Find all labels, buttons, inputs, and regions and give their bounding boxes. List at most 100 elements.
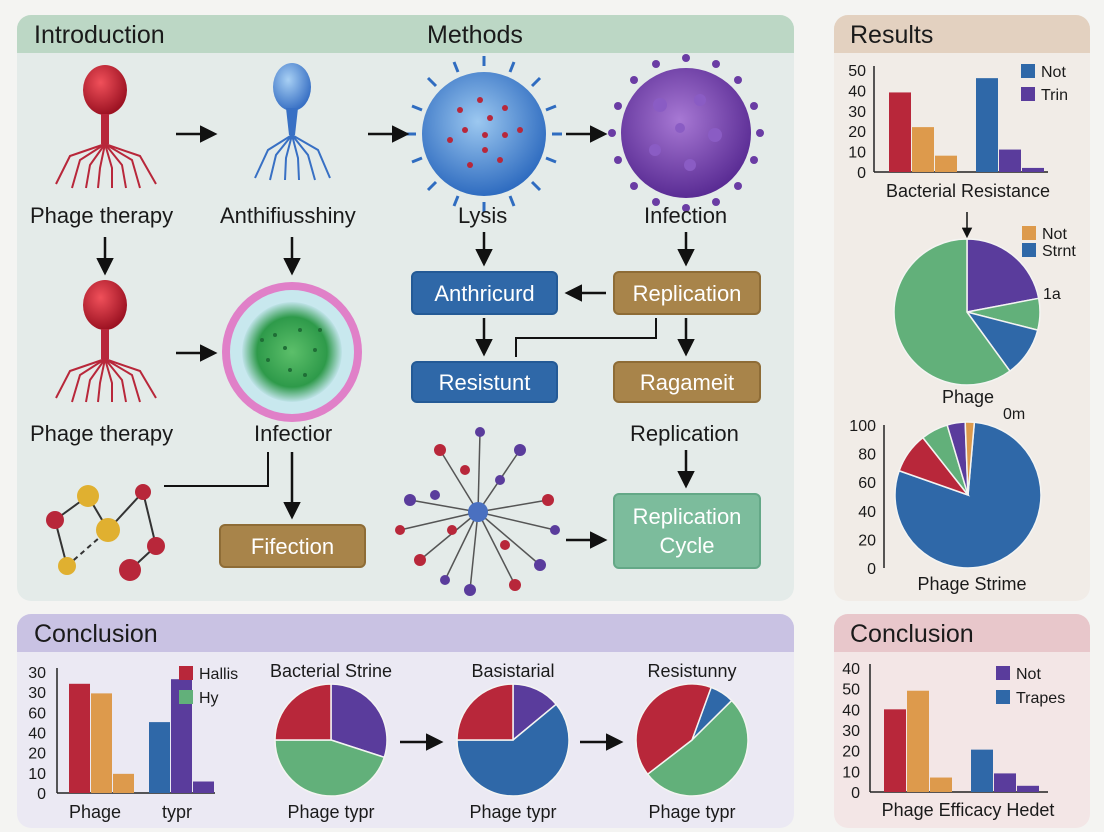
chart8-bar-1 — [907, 690, 929, 792]
box-ragameit: Ragameit — [613, 361, 761, 403]
label-infectior: Infectior — [254, 421, 333, 446]
chart4-ytick-1: 10 — [28, 766, 46, 783]
chart8-ytick-6: 40 — [842, 661, 860, 678]
chart5-slice-1 — [274, 739, 386, 797]
conclusion-panel-left-header — [17, 614, 794, 652]
chart3-ytick-5: 100 — [849, 418, 876, 435]
chart4-legend-0-swatch — [179, 666, 193, 680]
conclusion-left-title: Conclusion — [34, 620, 158, 648]
box-antiricurd: Anthricurd — [411, 271, 558, 315]
bacterial-cell-icon — [222, 282, 362, 422]
chart4-xlabel-1: typr — [162, 802, 192, 822]
chart8-ytick-4: 40 — [842, 702, 860, 719]
chart2-legend-0-swatch — [1022, 226, 1036, 240]
chart8-xlabel: Phage Efficacy Hedet — [882, 800, 1055, 820]
label-infection-top: Infection — [644, 203, 728, 228]
chart5-slice-2 — [274, 683, 332, 741]
chart7-slice-2 — [635, 683, 713, 776]
chart1-legend-0-swatch — [1021, 64, 1035, 78]
chart8-ytick-5: 50 — [842, 682, 860, 699]
results-title: Results — [850, 21, 934, 49]
chart1-xlabel: Bacterial Resistance — [886, 181, 1050, 201]
chart8-ytick-0: 0 — [851, 785, 860, 802]
chart2-legend-1-label: Strnt — [1042, 243, 1076, 260]
chart2-xlabel: Phage — [942, 387, 994, 407]
chart8-bar-2 — [930, 777, 952, 792]
chart6-slice-2 — [456, 683, 514, 741]
chart7-xlabel: Phage typr — [648, 802, 735, 822]
chart4-ytick-3: 40 — [28, 726, 46, 743]
chart8-legend-1-label: Trapes — [1016, 690, 1065, 707]
chart3-ytick-3: 60 — [858, 475, 876, 492]
chart4-ytick-2: 20 — [28, 746, 46, 763]
chart3-ytick-4: 80 — [858, 447, 876, 464]
chart1-legend-1-swatch — [1021, 87, 1035, 101]
chart4-ytick-5: 30 — [28, 685, 46, 702]
box-resistunt: Resistunt — [411, 361, 558, 403]
box-replication-cycle-line2: Cycle — [659, 533, 715, 558]
methods-title: Methods — [427, 21, 523, 49]
chart1-bar-1 — [912, 127, 934, 172]
blue-virus-icon — [406, 56, 562, 212]
chart4-legend-1-swatch — [179, 690, 193, 704]
chart5-title: Bacterial Strine — [270, 661, 392, 681]
chart8-bar-0 — [884, 709, 906, 792]
chart1-bar-5 — [1022, 167, 1044, 172]
chart1-ytick-4: 40 — [848, 83, 866, 100]
chart1-bar-2 — [935, 155, 957, 172]
chart8-bar-5 — [1017, 785, 1039, 792]
chart5-xlabel: Phage typr — [287, 802, 374, 822]
chart8-ytick-1: 10 — [842, 764, 860, 781]
box-replication: Replication — [613, 271, 761, 315]
chart3-ytick-1: 20 — [858, 532, 876, 549]
phage-blue-icon — [254, 63, 331, 181]
label-replication: Replication — [630, 421, 739, 446]
chart4-ytick-4: 60 — [28, 705, 46, 722]
chart5-slice-0 — [330, 683, 388, 759]
chart4-xlabel-0: Phage — [69, 802, 121, 822]
conclusion-right-title: Conclusion — [850, 620, 974, 648]
chart4-bar-3 — [149, 722, 170, 793]
chart4-bar-0 — [69, 683, 90, 793]
main-panel-header — [17, 15, 794, 53]
label-phage-therapy-2: Phage therapy — [30, 421, 174, 446]
label-lysis: Lysis — [458, 203, 508, 228]
box-replication-cycle: Replication Cycle — [613, 493, 761, 569]
label-phage-therapy-1: Phage therapy — [30, 203, 174, 228]
chart2-slice-0 — [966, 238, 1040, 313]
chart8-legend-1-swatch — [996, 690, 1010, 704]
chart4-bar-4 — [171, 679, 192, 793]
flow-arrows — [96, 125, 695, 549]
conclusion-panel-right-header — [834, 614, 1090, 652]
chart3-slice-4 — [964, 421, 976, 496]
box-fifection: Fifection — [219, 524, 366, 568]
molecule-icon-left — [46, 484, 165, 581]
chart8-legend-0-swatch — [996, 666, 1010, 680]
chart2-legend-1-swatch — [1022, 243, 1036, 257]
chart3-ytick-0: 0 — [867, 561, 876, 578]
chart4-bar-2 — [113, 773, 134, 793]
chart3-xlabel: Phage Strime — [917, 574, 1026, 594]
chart3-annotation: 0m — [1003, 406, 1025, 423]
chart4-ytick-6: 30 — [28, 665, 46, 682]
chart7-slice-1 — [646, 699, 749, 797]
results-panel-header — [834, 15, 1090, 53]
label-antifussiny: Anthifiusshiny — [220, 203, 356, 228]
chart3-ytick-2: 40 — [858, 504, 876, 521]
phage-red-icon-2 — [55, 280, 157, 403]
chart6-xlabel: Phage typr — [469, 802, 556, 822]
chart1-ytick-5: 50 — [848, 63, 866, 80]
phage-red-icon-1 — [55, 65, 157, 189]
chart4-legend-0-label: Hallis — [199, 666, 238, 683]
chart1-ytick-3: 30 — [848, 104, 866, 121]
chart1-legend-0-label: Not — [1041, 64, 1066, 81]
chart4-legend-1-label: Hy — [199, 690, 219, 707]
introduction-title: Introduction — [34, 21, 165, 49]
chart8-legend-0-label: Not — [1016, 666, 1041, 683]
chart1-bar-4 — [999, 149, 1021, 172]
chart4-ytick-0: 0 — [37, 786, 46, 803]
chart1-ytick-2: 20 — [848, 124, 866, 141]
chart6-slice-1 — [456, 703, 570, 797]
chart2-annotation: 1a — [1043, 286, 1061, 303]
